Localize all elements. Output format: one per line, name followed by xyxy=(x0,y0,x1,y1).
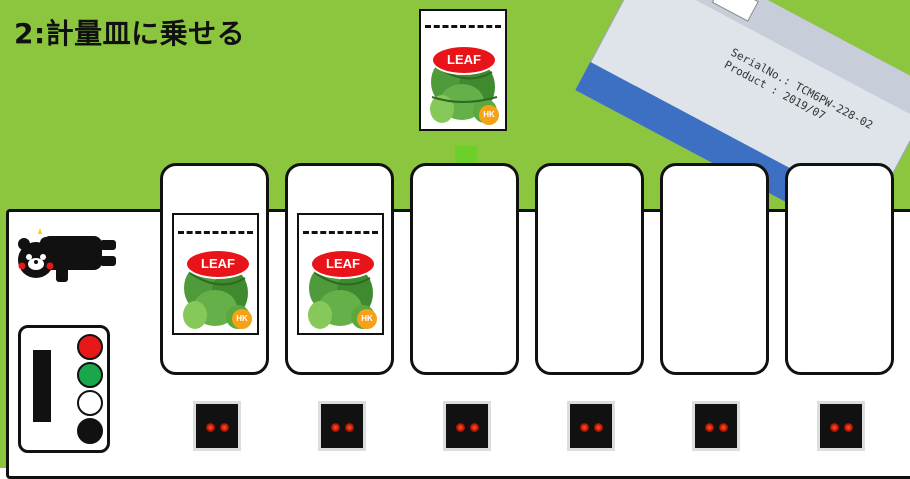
sensor-light xyxy=(345,423,354,432)
weighing-bucket-5 xyxy=(660,163,769,375)
weighing-bucket-4 xyxy=(535,163,644,375)
sensor-light xyxy=(580,423,589,432)
hk-badge: HK xyxy=(479,105,499,125)
leaf-logo: LEAF xyxy=(310,249,376,279)
sensor-light xyxy=(844,423,853,432)
weighing-bucket-6 xyxy=(785,163,894,375)
sensor-5 xyxy=(692,401,740,451)
page-title: 2:計量皿に乗せる xyxy=(14,17,246,50)
leaves-illustration xyxy=(430,60,498,123)
hk-badge: HK xyxy=(357,309,377,329)
green-lamp[interactable] xyxy=(77,362,103,388)
sensor-6 xyxy=(817,401,865,451)
sensor-3 xyxy=(443,401,491,451)
black-lamp[interactable] xyxy=(77,418,103,444)
falling-bag: LEAF HK xyxy=(419,9,507,131)
sensor-light xyxy=(830,423,839,432)
bag-in-bucket-1: LEAF HK xyxy=(172,213,259,335)
control-panel xyxy=(18,325,110,453)
red-lamp[interactable] xyxy=(77,334,103,360)
sensor-light xyxy=(594,423,603,432)
bag-in-bucket-2: LEAF HK xyxy=(297,213,384,335)
bear-mascot-icon xyxy=(18,228,116,282)
leaf-logo: LEAF xyxy=(431,45,497,75)
white-lamp[interactable] xyxy=(77,390,103,416)
display-slot xyxy=(33,350,51,422)
sensor-light xyxy=(719,423,728,432)
sensor-light xyxy=(705,423,714,432)
sensor-light xyxy=(331,423,340,432)
sensor-1 xyxy=(193,401,241,451)
sensor-light xyxy=(470,423,479,432)
hk-badge: HK xyxy=(232,309,252,329)
leaf-logo: LEAF xyxy=(185,249,251,279)
weighing-bucket-3 xyxy=(410,163,519,375)
sensor-2 xyxy=(318,401,366,451)
sensor-light xyxy=(456,423,465,432)
sensor-light xyxy=(206,423,215,432)
sensor-4 xyxy=(567,401,615,451)
sensor-light xyxy=(220,423,229,432)
